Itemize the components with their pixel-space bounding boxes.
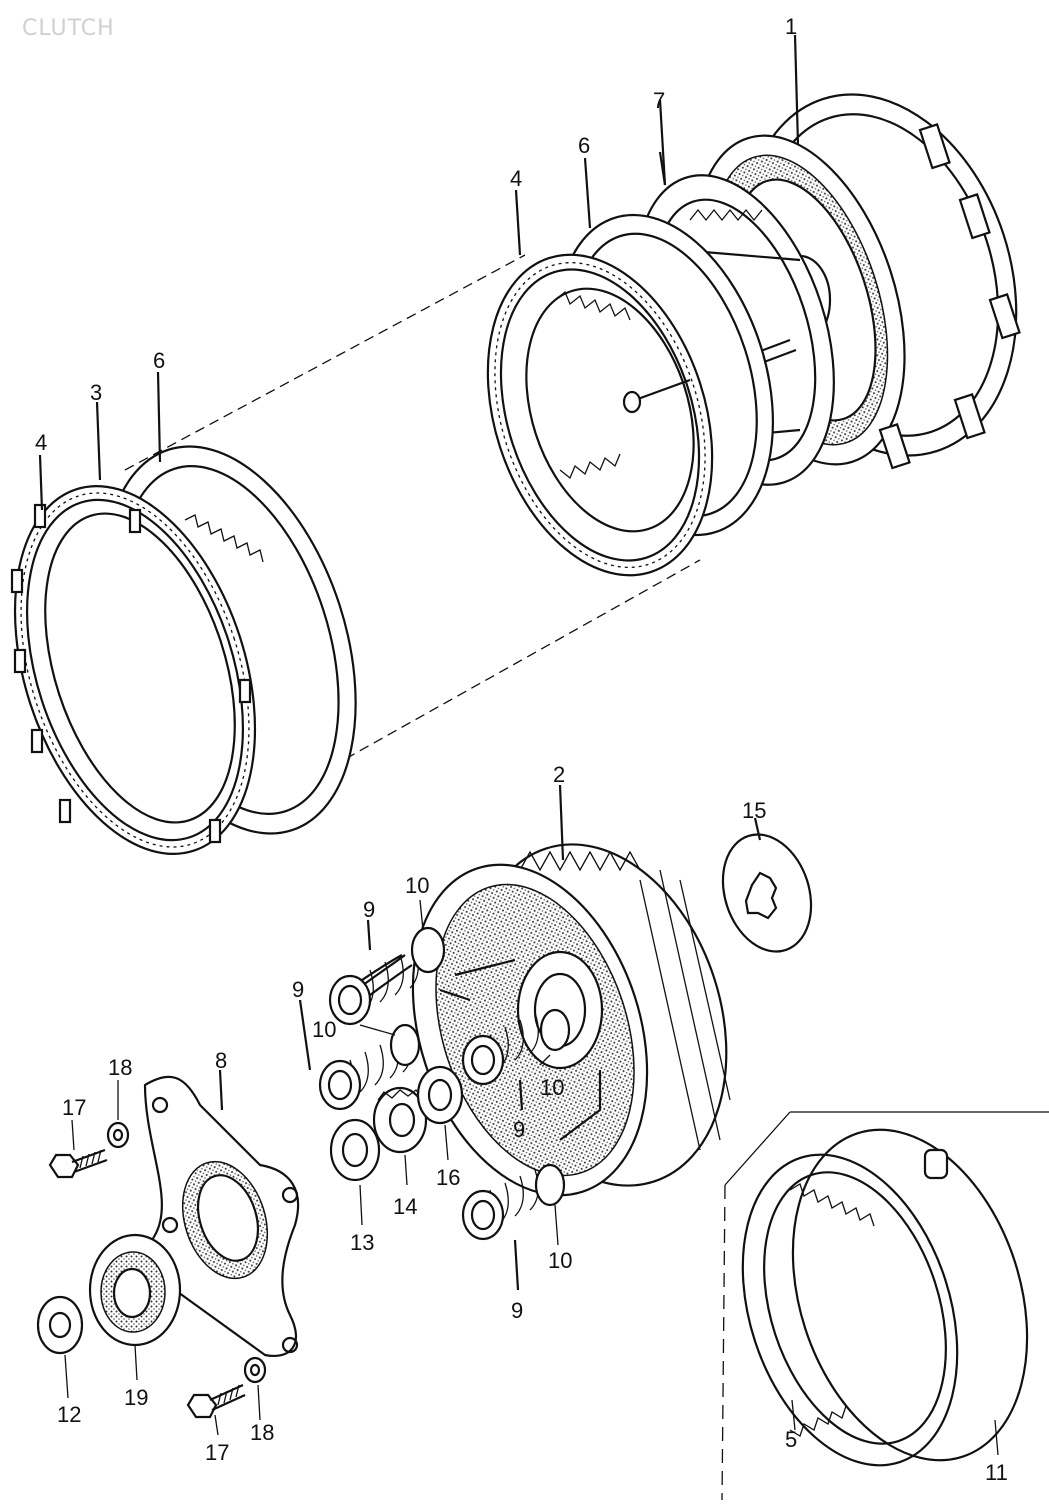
- callout-label: 4: [510, 166, 522, 191]
- callout-label: 11: [985, 1460, 1008, 1485]
- clutch-spring-1: [328, 919, 419, 1026]
- clutch-lock-washer: [721, 817, 813, 953]
- callout-label: 9: [292, 977, 304, 1002]
- callout-label: 2: [553, 762, 565, 787]
- callout-label: 16: [436, 1165, 460, 1190]
- callout-label: 13: [350, 1230, 374, 1255]
- callout-label: 4: [35, 430, 47, 455]
- callout-label: 17: [205, 1440, 229, 1465]
- clutch-friction-disc-upper: [486, 189, 714, 577]
- callout-label: 12: [57, 1402, 81, 1427]
- callout-label: 10: [312, 1017, 336, 1042]
- callout-label: 10: [540, 1075, 564, 1100]
- callout-label: 8: [215, 1048, 227, 1073]
- callout-label: 10: [405, 873, 429, 898]
- clutch-spring-washers: [359, 899, 571, 1246]
- clutch-spring-2: [298, 999, 412, 1111]
- callout-label: 6: [153, 348, 165, 373]
- clutch-center: [411, 784, 731, 1197]
- clutch-spring-3: [461, 1012, 539, 1111]
- callout-label: 5: [785, 1427, 797, 1452]
- clutch-friction-disc-lower: [10, 401, 257, 855]
- callout-label: 14: [393, 1194, 417, 1219]
- callout-labels: 1 2 3 4 4 5 6 6 7 8 9 9 9 9 10 10 10 10 …: [35, 14, 1008, 1485]
- clutch-inset-plate-and-circlip: [721, 1111, 1049, 1501]
- callout-label: 10: [548, 1248, 572, 1273]
- callout-label: 19: [124, 1385, 148, 1410]
- callout-label: 17: [62, 1095, 86, 1120]
- callout-label: 9: [513, 1117, 525, 1142]
- callout-label: 9: [363, 897, 375, 922]
- callout-label: 18: [250, 1420, 274, 1445]
- callout-label: 18: [108, 1055, 132, 1080]
- clutch-lifter-plate: [143, 1069, 300, 1358]
- callout-label: 6: [578, 133, 590, 158]
- callout-label: 1: [785, 14, 797, 39]
- clutch-bolts-and-bearing: [36, 1080, 267, 1436]
- callout-label: 3: [90, 380, 102, 405]
- callout-label: 9: [511, 1298, 523, 1323]
- clutch-lifter-parts: [329, 1065, 464, 1226]
- alignment-line-bottom: [289, 559, 701, 791]
- alignment-line-top: [124, 254, 526, 471]
- callout-label: 7: [653, 88, 665, 113]
- diagram-title: CLUTCH: [22, 16, 115, 41]
- clutch-spring-4: [461, 1169, 539, 1291]
- callout-label: 15: [742, 798, 766, 823]
